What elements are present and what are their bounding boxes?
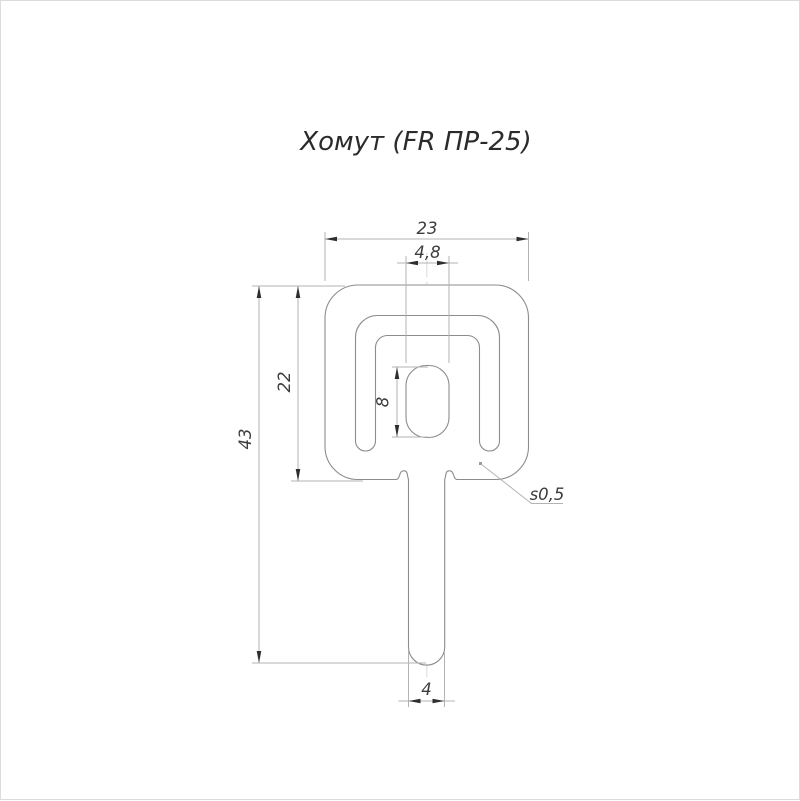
dimension-value: s0,5	[530, 485, 565, 504]
dimension-value: 43	[236, 429, 255, 450]
dimension-stem-width: 4	[398, 651, 455, 707]
dimension-overall-height: 43	[236, 286, 426, 664]
arrowhead-bottom	[295, 469, 301, 481]
arrowhead-top	[256, 286, 262, 298]
leader-wall-thickness: s0,5	[479, 462, 564, 504]
arrowhead-bottom	[394, 425, 400, 437]
arrowhead-right	[516, 236, 529, 242]
dimension-value: 8	[374, 397, 393, 408]
arrowhead-left	[325, 236, 337, 242]
arrowhead-left	[406, 260, 418, 266]
dimension-value: 23	[417, 219, 438, 238]
arrowhead-right	[432, 698, 445, 704]
arrowhead-top	[394, 367, 400, 379]
arrowhead-top	[295, 286, 301, 298]
arrowhead-right	[437, 260, 449, 266]
dimension-hole-width: 4,8	[397, 243, 458, 363]
dimension-value: 4,8	[414, 243, 440, 262]
dimension-value: 4	[421, 680, 432, 699]
arrowhead-bottom	[256, 651, 262, 663]
center-oval-hole	[405, 364, 450, 439]
dimension-overall-width: 23	[324, 219, 529, 281]
leader-dot	[479, 462, 482, 465]
inner-slot-contour	[354, 314, 501, 452]
dimension-value: 22	[275, 372, 294, 393]
leader-line	[480, 463, 563, 504]
arrowhead-left	[408, 698, 421, 704]
dimension-hole-height: 8	[374, 366, 428, 438]
dimension-head-height: 22	[275, 286, 363, 482]
drawing-title: Хомут (FR ПР-25)	[298, 127, 531, 157]
